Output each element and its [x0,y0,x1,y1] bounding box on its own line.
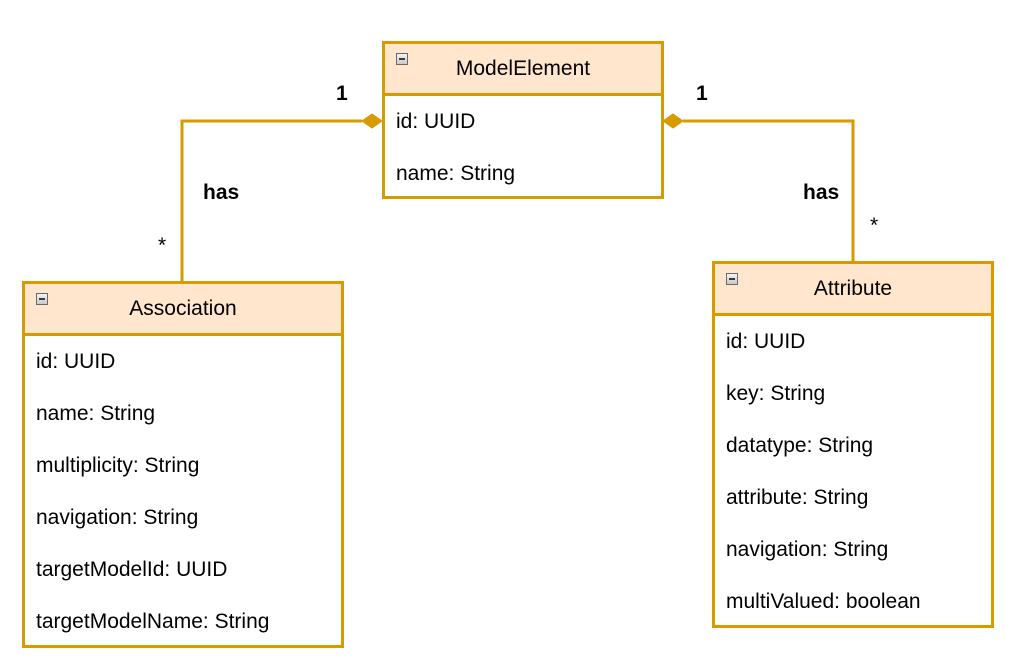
attribute-header[interactable]: Attribute [715,264,991,316]
class-attribute[interactable]: targetModelId: UUID [36,558,228,581]
class-name: Association [129,296,237,320]
attribute-class[interactable]: Attribute id: UUID key: String datatype:… [712,261,994,628]
right-target-multiplicity: * [870,214,879,237]
class-name: Attribute [813,276,893,300]
association-header[interactable]: Association [25,284,341,336]
class-attribute[interactable]: navigation: String [726,538,889,561]
collapse-icon[interactable] [726,273,738,285]
model-element-header[interactable]: ModelElement [385,44,661,96]
left-composition-diamond [361,113,383,129]
class-attribute[interactable]: id: UUID [36,350,116,373]
collapse-icon[interactable] [396,53,408,65]
association-class[interactable]: Association id: UUID name: String multip… [22,281,344,648]
model-element-class[interactable]: ModelElement id: UUID name: String [382,41,664,199]
class-attribute[interactable]: targetModelName: String [36,610,270,633]
class-attribute[interactable]: multiValued: boolean [726,590,921,613]
right-source-multiplicity: 1 [696,82,708,105]
class-name: ModelElement [455,56,591,80]
right-composition-line[interactable] [683,119,855,261]
class-attribute[interactable]: datatype: String [726,434,874,457]
left-source-multiplicity: 1 [336,82,348,105]
left-edge-label: has [203,181,240,204]
class-attribute[interactable]: name: String [396,162,516,185]
collapse-icon[interactable] [36,293,48,305]
left-composition-line[interactable] [180,119,362,281]
right-composition-diamond [662,113,684,129]
class-attribute[interactable]: id: UUID [726,330,806,353]
class-attribute[interactable]: multiplicity: String [36,454,200,477]
class-attribute[interactable]: navigation: String [36,506,199,529]
right-edge-label: has [803,181,840,204]
class-attribute[interactable]: id: UUID [396,110,476,133]
class-attribute[interactable]: name: String [36,402,156,425]
class-attribute[interactable]: key: String [726,382,826,405]
left-target-multiplicity: * [158,234,167,257]
class-attribute[interactable]: attribute: String [726,486,869,509]
